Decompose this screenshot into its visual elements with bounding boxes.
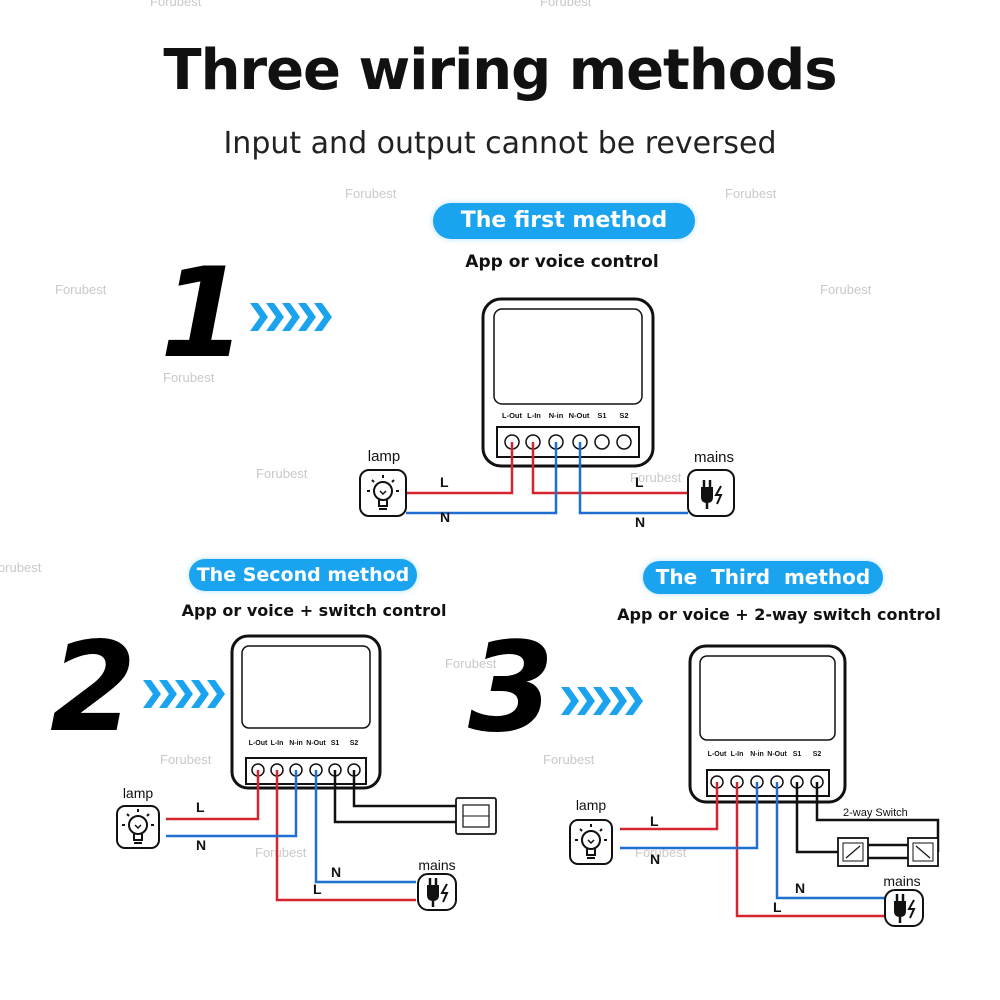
live-wire bbox=[406, 442, 514, 495]
terminal-label: N-Out bbox=[767, 751, 787, 758]
terminal-label: L-In bbox=[271, 740, 284, 747]
terminal-label: N-in bbox=[289, 740, 303, 747]
wire-label: L bbox=[635, 474, 644, 490]
two-way-switch-label: 2-way Switch bbox=[843, 807, 908, 819]
switch-wire bbox=[333, 770, 456, 824]
method-2-description: App or voice + switch control bbox=[181, 601, 447, 620]
terminal-label: L-In bbox=[731, 751, 744, 758]
terminal-label: S1 bbox=[793, 751, 802, 758]
neutral-wire bbox=[166, 770, 298, 838]
mains-label: mains bbox=[418, 857, 455, 873]
watermark: Forubest bbox=[543, 752, 595, 767]
terminal-label: S2 bbox=[813, 751, 822, 758]
neutral-wire bbox=[578, 442, 688, 515]
terminal-label: L-In bbox=[527, 411, 541, 420]
smart-switch-module-3: L-Out L-In N-in N-Out S1 S2 bbox=[688, 644, 847, 804]
lamp-label: lamp bbox=[368, 448, 401, 465]
terminal-label: N-Out bbox=[569, 411, 590, 420]
live-wire bbox=[166, 770, 260, 821]
smart-switch-module-1: L-Out L-In N-in N-Out S1 S2 bbox=[481, 297, 655, 468]
method-2-number: 2 bbox=[50, 616, 137, 760]
wire-label: L bbox=[313, 881, 322, 897]
watermark: Forubest bbox=[445, 656, 497, 671]
terminal-label: L-Out bbox=[708, 751, 727, 758]
neutral-wire bbox=[314, 770, 416, 884]
chevron-arrows-icon bbox=[250, 303, 332, 331]
switch-wire bbox=[352, 770, 456, 808]
live-wire bbox=[735, 782, 885, 918]
watermark: Forubest bbox=[55, 282, 107, 297]
lamp-label: lamp bbox=[123, 785, 154, 801]
live-wire bbox=[531, 442, 688, 495]
watermark: Forubest bbox=[163, 370, 215, 385]
watermark: Forubest bbox=[0, 560, 42, 575]
wire-label: N bbox=[196, 837, 206, 853]
live-wire bbox=[275, 770, 416, 902]
chevron-arrows-icon bbox=[561, 687, 643, 715]
method-1-badge: The first method bbox=[433, 203, 695, 239]
watermark: Forubest bbox=[160, 752, 212, 767]
wire-label: N bbox=[635, 514, 645, 530]
switch-wire bbox=[795, 782, 838, 854]
neutral-wire bbox=[620, 782, 759, 850]
method-3-description: App or voice + 2-way switch control bbox=[617, 605, 941, 624]
watermark: Forubest bbox=[820, 282, 872, 297]
wall-switch-icon bbox=[455, 797, 497, 835]
method-2-badge: The Second method bbox=[189, 559, 417, 591]
watermark: Forubest bbox=[540, 0, 592, 9]
watermark: Forubest bbox=[255, 845, 307, 860]
terminal-label: S1 bbox=[597, 411, 606, 420]
wire-label: N bbox=[795, 880, 805, 896]
wire-label: N bbox=[331, 864, 341, 880]
chevron-arrows-icon bbox=[143, 680, 225, 708]
watermark: Forubest bbox=[345, 186, 397, 201]
terminal-label: N-Out bbox=[306, 740, 326, 747]
watermark: Forubest bbox=[256, 466, 308, 481]
terminal-label: N-in bbox=[549, 411, 564, 420]
terminal-label: L-Out bbox=[502, 411, 522, 420]
neutral-wire bbox=[775, 782, 885, 900]
mains-label: mains bbox=[883, 873, 920, 889]
lamp-label: lamp bbox=[576, 797, 607, 813]
method-3-badge: The Third method bbox=[643, 561, 883, 594]
terminal-label: S2 bbox=[350, 740, 359, 747]
wire-label: L bbox=[773, 899, 782, 915]
watermark: Forubest bbox=[150, 0, 202, 9]
method-1-description: App or voice control bbox=[465, 252, 659, 272]
method-3-number: 3 bbox=[468, 616, 555, 760]
two-way-switch-icon bbox=[837, 837, 939, 867]
mains-label: mains bbox=[694, 449, 734, 466]
neutral-wire bbox=[406, 442, 558, 515]
wire-label: L bbox=[650, 813, 659, 829]
wire-label: L bbox=[196, 799, 205, 815]
method-1-number: 1 bbox=[160, 242, 247, 386]
live-wire bbox=[620, 782, 719, 831]
terminal-label: L-Out bbox=[249, 740, 268, 747]
wire-label: L bbox=[440, 474, 449, 490]
terminal-label: N-in bbox=[750, 751, 764, 758]
terminal-label: S1 bbox=[331, 740, 340, 747]
wire-label: N bbox=[440, 509, 450, 525]
smart-switch-module-2: L-Out L-In N-in N-Out S1 S2 bbox=[230, 634, 382, 790]
watermark: Forubest bbox=[630, 470, 682, 485]
watermark: Forubest bbox=[725, 186, 777, 201]
terminal-label: S2 bbox=[619, 411, 628, 420]
page-subtitle: Input and output cannot be reversed bbox=[223, 126, 777, 161]
page-title: Three wiring methods bbox=[163, 38, 837, 103]
switch-wire bbox=[815, 782, 940, 852]
wire-label: N bbox=[650, 851, 660, 867]
